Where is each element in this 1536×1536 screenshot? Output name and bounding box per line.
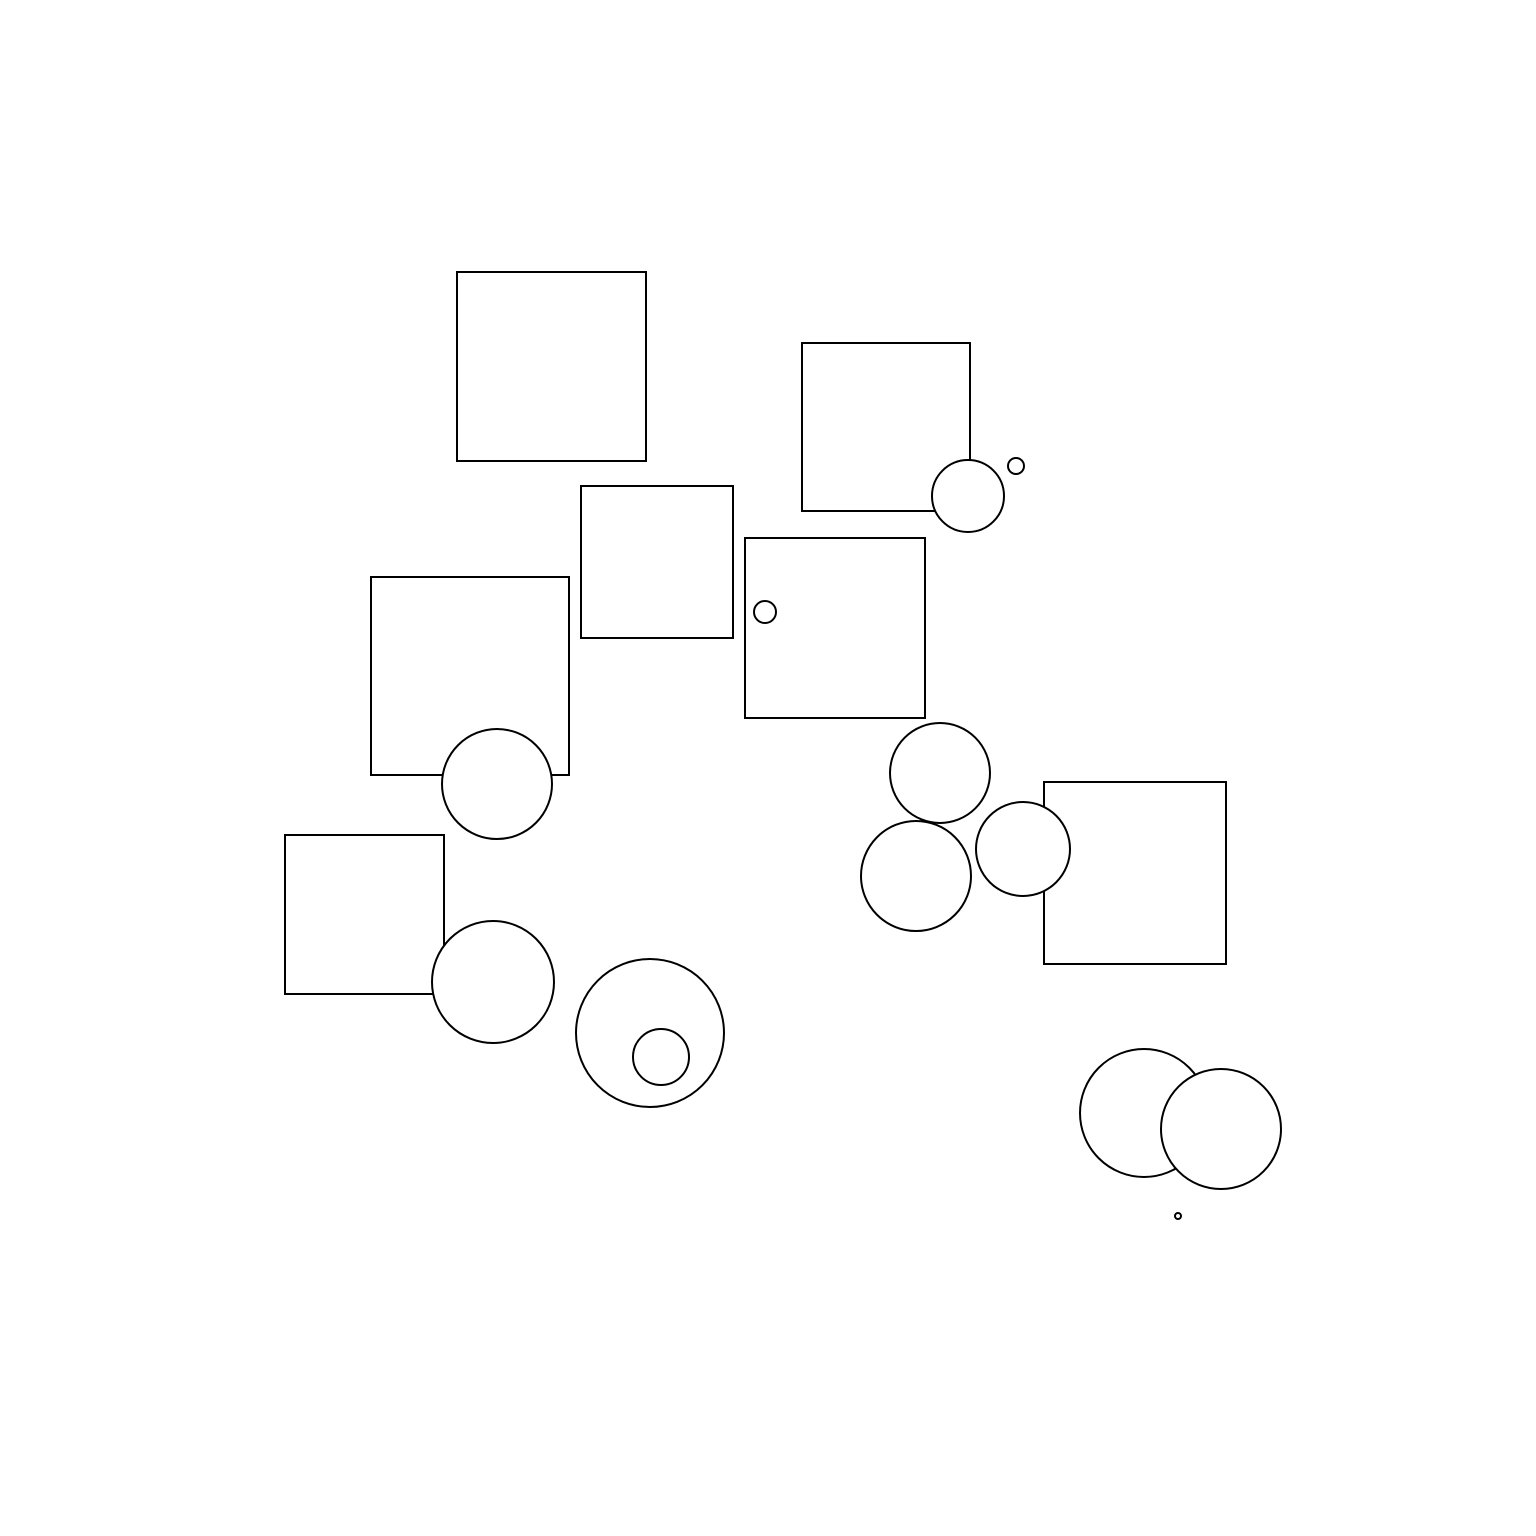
square-right	[1043, 781, 1227, 965]
circle-center-right	[975, 801, 1071, 897]
circle-bottom-right-front	[1160, 1068, 1282, 1190]
square-center-right	[744, 537, 926, 719]
circle-middle-left	[441, 728, 553, 840]
circle-in-square-small	[753, 600, 777, 624]
square-top-left	[456, 271, 647, 462]
circle-center-upper	[889, 722, 991, 824]
circle-bottom-left	[431, 920, 555, 1044]
circle-bottom-inner	[632, 1028, 690, 1086]
square-bottom-left	[284, 834, 445, 995]
circle-center-lower	[860, 820, 972, 932]
circle-top-right-medium	[931, 459, 1005, 533]
square-center-small	[580, 485, 734, 639]
circle-top-right-tiny	[1007, 457, 1025, 475]
circle-bottom-right-dot	[1174, 1212, 1182, 1220]
